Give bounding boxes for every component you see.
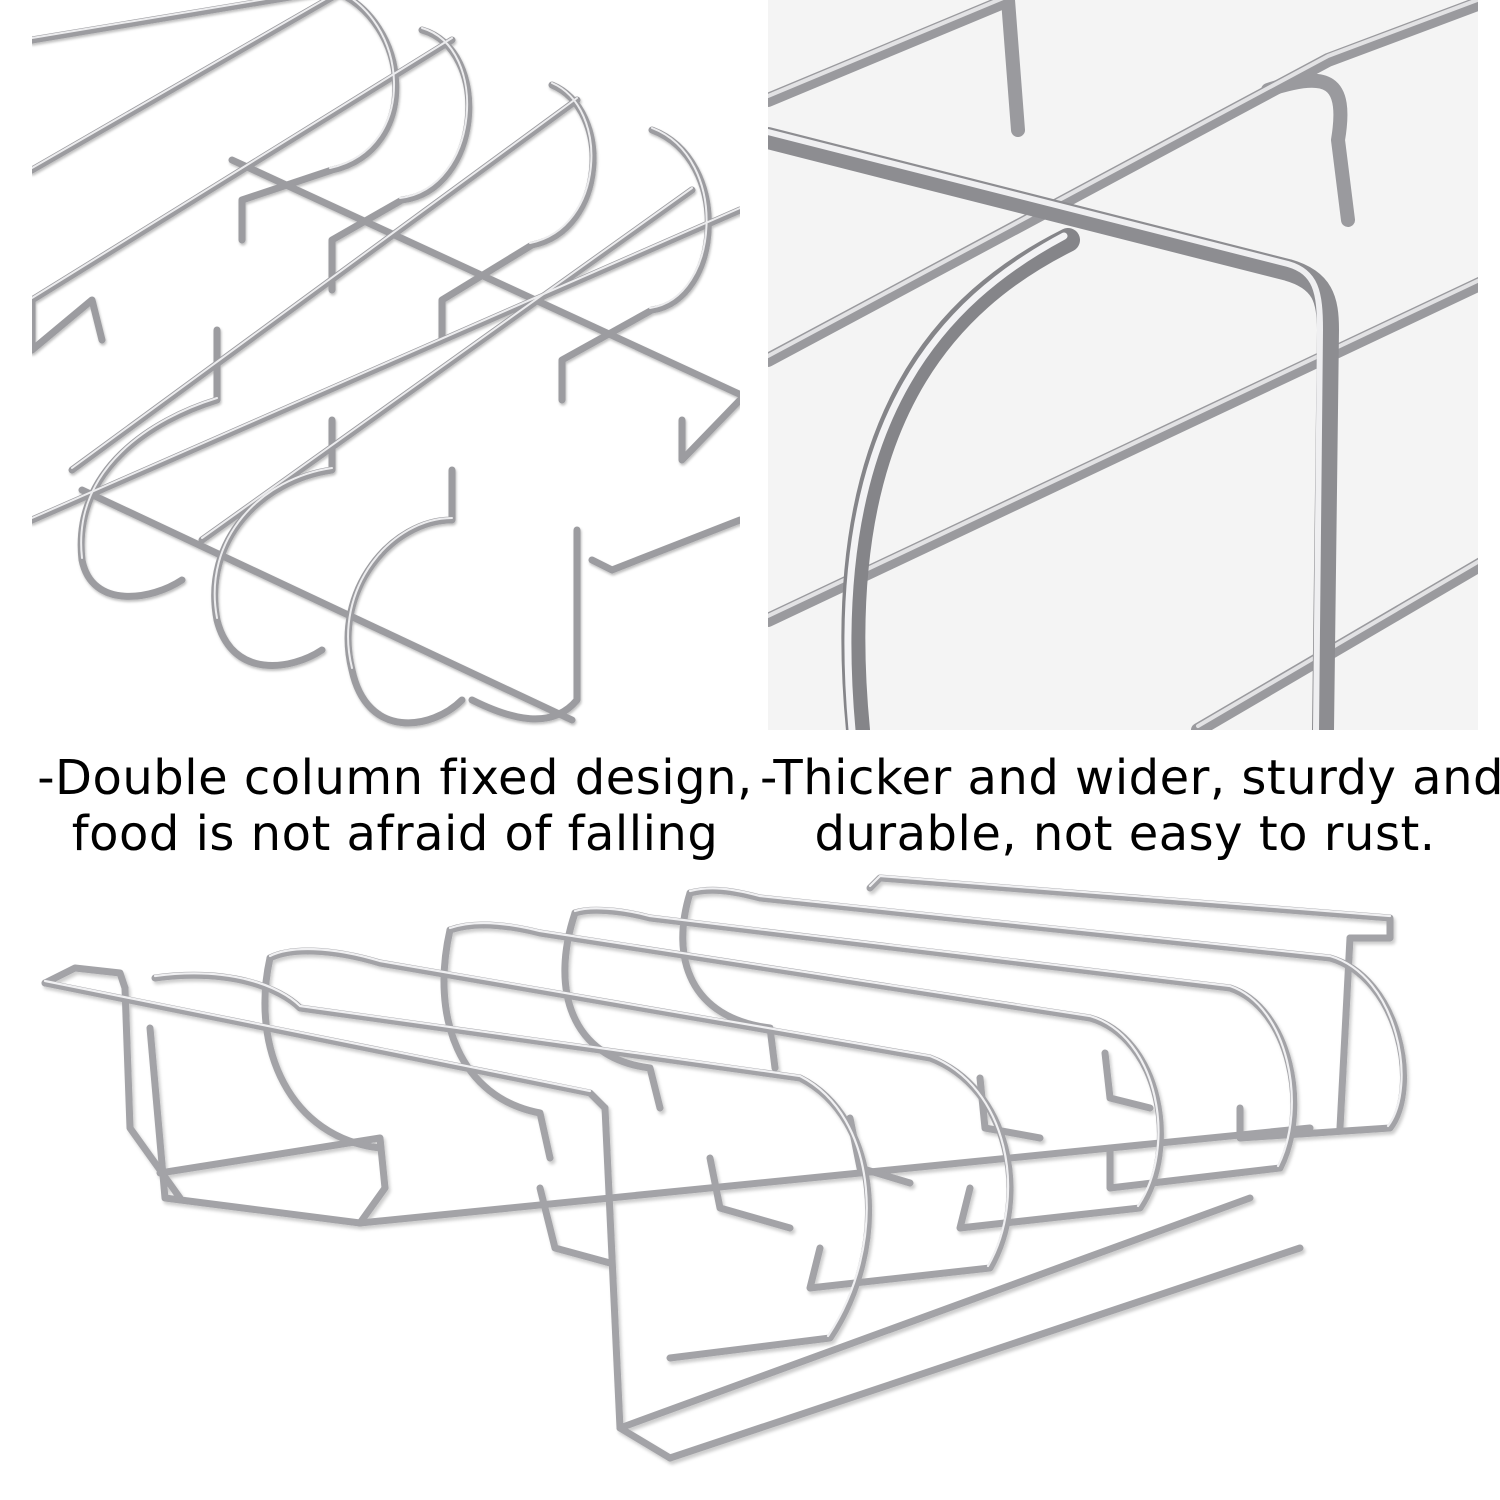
rib-rack-full-drawing [41,874,1407,1462]
rib-rack-full-view-image [30,868,1470,1500]
rib-rack-joint-drawing [768,0,1478,730]
feature-caption-thicker-wider: -Thicker and wider, sturdy and durable, … [760,750,1500,862]
caption-left-line-1: -Double column fixed design, [37,750,753,806]
feature-caption-double-column: -Double column fixed design, food is not… [20,750,770,862]
caption-left-line-2: food is not afraid of falling [71,806,719,862]
caption-right-line-1: -Thicker and wider, sturdy and [760,750,1500,806]
caption-right-line-2: durable, not easy to rust. [814,806,1436,862]
rib-rack-closeup-hooks-image [32,0,740,745]
rib-rack-hooks-drawing [32,0,740,727]
rib-rack-closeup-joint-image [768,0,1478,730]
